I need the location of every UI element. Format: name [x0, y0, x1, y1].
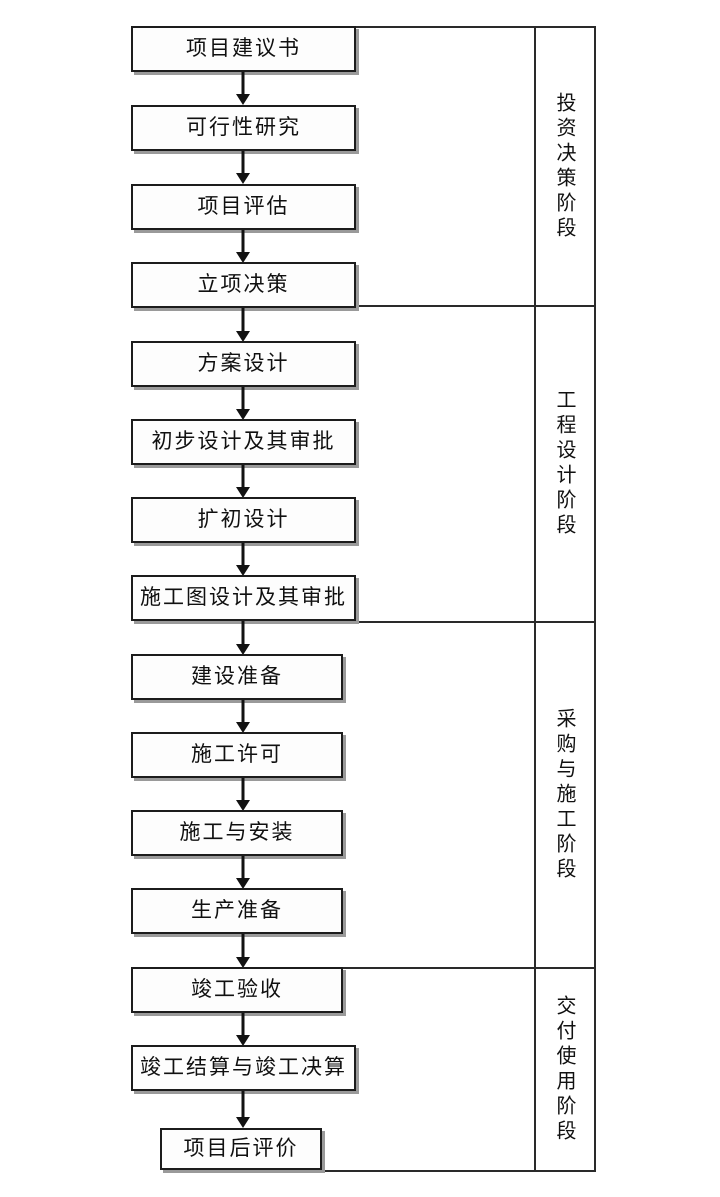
node-completion-acceptance[interactable]: 竣工验收 — [131, 967, 343, 1013]
node-label: 施工与安装 — [179, 819, 295, 844]
node-construction-permit[interactable]: 施工许可 — [131, 732, 343, 778]
frame-right-line — [594, 26, 596, 1172]
node-scheme-design[interactable]: 方案设计 — [131, 341, 356, 387]
phase-divider-2 — [356, 621, 596, 623]
node-label: 建设准备 — [191, 663, 283, 688]
phase-label-investment-decision: 投资决策阶段 — [553, 91, 577, 242]
node-label: 生产准备 — [191, 897, 283, 922]
node-extended-preliminary-design[interactable]: 扩初设计 — [131, 497, 356, 543]
phase-divider-3 — [343, 967, 596, 969]
node-preliminary-design-approval[interactable]: 初步设计及其审批 — [131, 419, 356, 465]
node-label: 初步设计及其审批 — [151, 428, 336, 453]
phase-cell-procurement-construction: 采购与施工阶段 — [536, 623, 594, 967]
phase-column-divider — [534, 26, 536, 1172]
frame-top-line — [356, 26, 596, 28]
node-label: 立项决策 — [197, 271, 290, 296]
node-label: 可行性研究 — [186, 114, 301, 139]
node-construction-and-installation[interactable]: 施工与安装 — [131, 810, 343, 856]
phase-label-delivery-use: 交付使用阶段 — [553, 994, 577, 1145]
node-label: 项目后评价 — [183, 1135, 299, 1160]
node-label: 竣工验收 — [191, 976, 283, 1001]
node-label: 施工图设计及其审批 — [140, 584, 347, 609]
node-construction-drawing-design-approval[interactable]: 施工图设计及其审批 — [131, 575, 356, 621]
node-label: 项目建议书 — [186, 35, 301, 60]
phase-label-procurement-construction: 采购与施工阶段 — [553, 707, 577, 883]
node-label: 扩初设计 — [197, 506, 290, 531]
frame-bottom-line — [322, 1170, 596, 1172]
phase-divider-1 — [356, 305, 596, 307]
node-label: 竣工结算与竣工决算 — [140, 1054, 347, 1079]
node-label: 施工许可 — [191, 741, 283, 766]
node-feasibility-study[interactable]: 可行性研究 — [131, 105, 356, 151]
phase-label-engineering-design: 工程设计阶段 — [553, 389, 577, 539]
phase-cell-engineering-design: 工程设计阶段 — [536, 307, 594, 621]
node-project-appraisal[interactable]: 项目评估 — [131, 184, 356, 230]
node-construction-preparation[interactable]: 建设准备 — [131, 654, 343, 700]
node-post-project-evaluation[interactable]: 项目后评价 — [160, 1128, 322, 1170]
node-label: 项目评估 — [197, 193, 290, 218]
node-production-preparation[interactable]: 生产准备 — [131, 888, 343, 934]
node-label: 方案设计 — [197, 350, 290, 375]
node-project-approval-decision[interactable]: 立项决策 — [131, 262, 356, 308]
phase-cell-delivery-use: 交付使用阶段 — [536, 969, 594, 1170]
node-final-account-settlement[interactable]: 竣工结算与竣工决算 — [131, 1045, 356, 1091]
phase-cell-investment-decision: 投资决策阶段 — [536, 28, 594, 305]
node-project-proposal[interactable]: 项目建议书 — [131, 26, 356, 72]
